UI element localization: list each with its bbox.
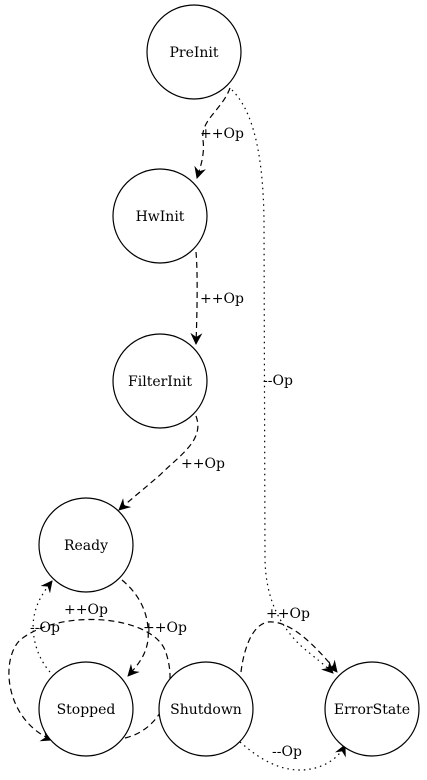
edge-label-ready-stopped: ++Op: [143, 620, 187, 636]
node-shutdown: Shutdown: [158, 661, 254, 757]
node-label-stopped: Stopped: [57, 702, 116, 718]
node-ready: Ready: [38, 497, 134, 593]
edge-label-preinit-hwinit: ++Op: [200, 126, 244, 142]
edge-label-stopped-ready: --Op: [30, 620, 60, 636]
edge-stopped-ready: [32, 580, 53, 673]
node-label-preinit: PreInit: [169, 45, 218, 61]
edge-label-stopped-stopped: ++Op: [64, 602, 108, 618]
edge-label-hwinit-filterinit: ++Op: [200, 291, 244, 307]
edge-hwinit-filterinit: [190, 251, 203, 345]
edge-label-preinit-errorstate: --Op: [263, 373, 293, 389]
node-label-ready: Ready: [64, 538, 108, 554]
node-label-filterinit: FilterInit: [128, 374, 192, 390]
edge-label-shutdown-errorstate-inc: ++Op: [266, 606, 310, 622]
node-hwinit: HwInit: [112, 168, 208, 264]
node-errorstate: ErrorState: [324, 661, 420, 757]
node-label-errorstate: ErrorState: [334, 702, 410, 718]
edge-shutdown-errorstate-dec: [239, 741, 346, 771]
node-preinit: PreInit: [146, 4, 242, 100]
node-stopped: Stopped: [38, 661, 134, 757]
edge-label-filterinit-ready: ++Op: [181, 456, 225, 472]
edge-shutdown-errorstate-inc: [240, 621, 338, 673]
node-filterinit: FilterInit: [112, 333, 208, 429]
node-label-shutdown: Shutdown: [170, 702, 242, 718]
edge-filterinit-ready: [118, 415, 199, 511]
edge-preinit-errorstate: [231, 89, 334, 674]
node-label-hwinit: HwInit: [136, 209, 185, 225]
edge-label-shutdown-errorstate-dec: --Op: [272, 744, 302, 760]
